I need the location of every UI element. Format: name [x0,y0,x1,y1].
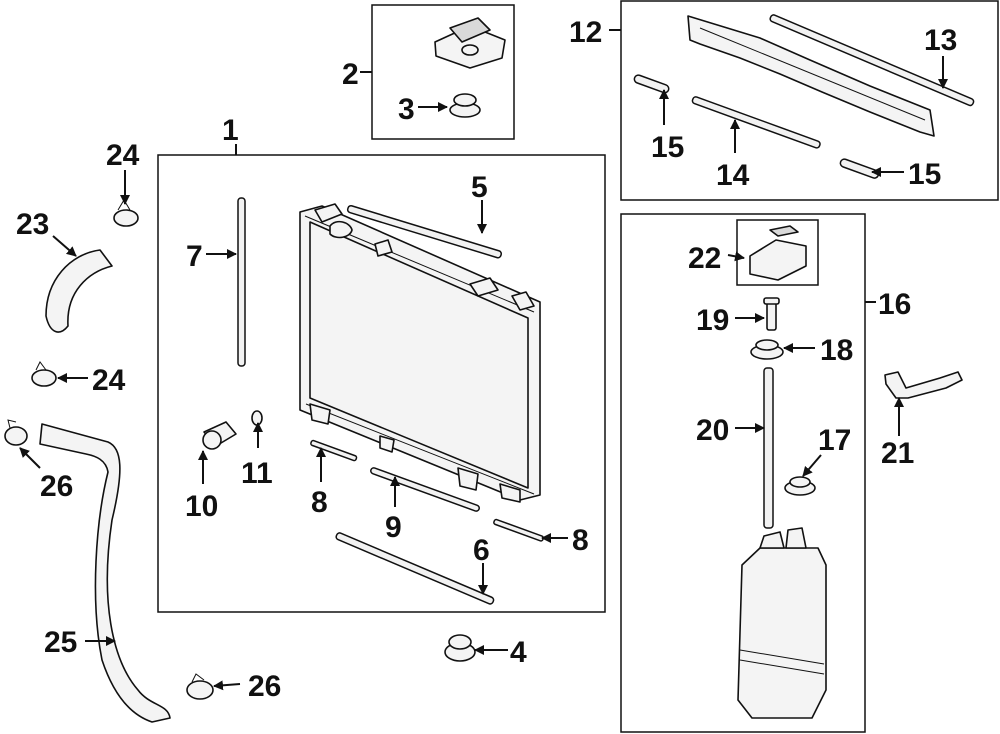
callout-21: 21 [881,437,914,470]
callout-6: 6 [473,534,490,567]
callout-18: 18 [820,334,853,367]
drain-o-ring [251,410,263,426]
callout-3: 3 [398,93,415,126]
callout-20: 20 [696,414,729,447]
callout-2: 2 [342,58,359,91]
upper-mount-rod [346,204,503,259]
upper-baffle-seal [769,14,975,107]
callout-8-left: 8 [311,486,328,519]
callout-22: 22 [688,242,721,275]
callout-23: 23 [16,208,49,241]
tank-grommet-lower [784,476,816,496]
callout-10: 10 [185,490,218,523]
callout-26-top: 26 [40,470,73,503]
callout-11: 11 [241,457,273,490]
callout-26-bottom: 26 [248,670,281,703]
lower-mount-cushion [444,634,476,662]
callout-17: 17 [818,424,851,457]
lower-hose-clamp-top [4,419,28,446]
callout-25: 25 [44,626,77,659]
upper-hose-clamp-top [113,199,139,227]
reserve-tank-frame [620,213,866,733]
baffle-seal-frame [620,0,999,201]
callout-12: 12 [569,16,602,49]
reserve-tank-body [737,527,827,719]
callout-24-bottom: 24 [92,364,126,397]
reserve-tank-cap [749,225,807,281]
callout-7: 7 [186,240,203,273]
callout-8-right: 8 [572,524,589,557]
lower-mount-rod [335,532,495,605]
callout-16: 16 [878,288,911,321]
lower-hose-clamp-bottom [186,673,214,700]
leader-lines [19,29,948,691]
upper-radiator-hose [45,249,113,333]
callout-5: 5 [471,171,488,204]
tank-grommet-upper [750,339,784,360]
callout-15-left: 15 [651,131,684,164]
lower-radiator-hose [39,423,171,723]
callout-9: 9 [385,511,402,544]
callout-4: 4 [510,636,527,669]
callout-15-right: 15 [908,158,941,191]
tank-bolt [763,297,780,331]
side-seal-rod [237,197,246,367]
cap-seal [449,93,481,118]
radiator-core [299,203,541,503]
radiator-cap [434,17,506,69]
short-seal-rod-left [310,439,358,462]
upper-hose-clamp-bottom [31,361,57,387]
radiator-baffle-plate [687,15,935,137]
lower-baffle-seal [691,96,821,149]
callout-1: 1 [222,114,239,147]
drain-plug [202,421,237,450]
tank-overflow-tube [763,367,774,529]
short-seal-rod-right [493,518,545,542]
callout-13: 13 [924,24,957,57]
short-baffle-seal-right [839,158,880,179]
callout-24-top: 24 [106,139,140,172]
callout-14: 14 [716,159,750,192]
overflow-hose [884,371,963,399]
radiator-assembly-frame [157,154,606,613]
callout-19: 19 [696,304,729,337]
cap-seal-frame [371,4,515,140]
